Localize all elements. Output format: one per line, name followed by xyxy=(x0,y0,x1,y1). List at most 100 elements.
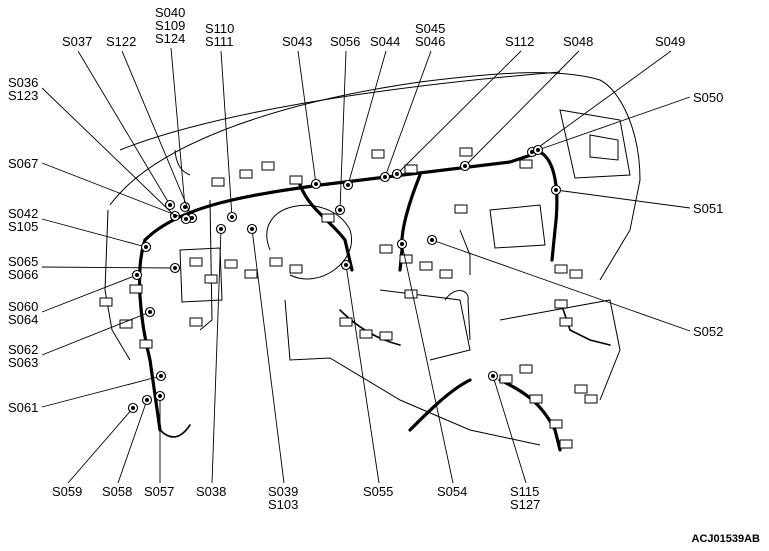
splice-label-line: S045 xyxy=(415,21,445,36)
leader-line xyxy=(555,189,691,209)
fuse-box-outline xyxy=(179,247,223,303)
connector xyxy=(559,317,573,327)
leader-line xyxy=(384,50,432,178)
splice-label: S048 xyxy=(563,34,593,49)
connector xyxy=(269,257,283,267)
splice-label: S112 xyxy=(505,34,534,49)
splice-label: S056 xyxy=(330,34,360,49)
connector xyxy=(584,394,598,404)
dashboard-line-art xyxy=(99,71,641,452)
splice-label: S037 xyxy=(62,34,92,49)
splice-marker xyxy=(164,199,176,211)
splice-label-line: S062 xyxy=(8,342,38,357)
splice-label: S055 xyxy=(363,484,393,499)
splice-label-line: S058 xyxy=(102,484,132,499)
connector xyxy=(359,329,373,339)
splice-label-line: S111 xyxy=(205,34,233,49)
splice-label-line: S049 xyxy=(655,34,685,49)
splice-marker xyxy=(226,211,238,223)
splice-label-line: S052 xyxy=(693,324,723,339)
splice-label-line: S115 xyxy=(510,484,539,499)
leader-line xyxy=(251,228,285,484)
splice-marker xyxy=(426,234,438,246)
leader-line xyxy=(431,239,691,332)
leader-line xyxy=(396,50,522,175)
splice-marker xyxy=(179,201,191,213)
connector xyxy=(211,177,225,187)
center-console xyxy=(379,289,471,361)
leader-line xyxy=(41,266,176,269)
splice-marker xyxy=(154,390,166,402)
leader-line xyxy=(537,96,691,151)
splice-label-line: S124 xyxy=(155,31,185,46)
leader-line xyxy=(220,50,233,218)
splice-label: S067 xyxy=(8,156,38,171)
leader-line xyxy=(121,50,193,219)
splice-label-line: S063 xyxy=(8,355,38,370)
splice-label: S059 xyxy=(52,484,82,499)
leader-line xyxy=(67,407,134,484)
harness-floor-right xyxy=(498,378,562,452)
connector xyxy=(529,394,543,404)
splice-label-line: S036 xyxy=(8,75,38,90)
splice-marker xyxy=(379,171,391,183)
splice-label-line: S061 xyxy=(8,400,38,415)
splice-marker xyxy=(131,269,143,281)
splice-marker xyxy=(459,160,471,172)
leader-line xyxy=(170,47,186,208)
connector xyxy=(129,284,143,294)
splice-marker xyxy=(140,241,152,253)
splice-label: S052 xyxy=(693,324,723,339)
leader-lines xyxy=(41,47,691,484)
glovebox-door xyxy=(489,204,546,249)
connector xyxy=(499,374,513,384)
steering-column xyxy=(266,204,353,280)
splice-label-line: S064 xyxy=(8,312,38,327)
splice-label-line: S037 xyxy=(62,34,92,49)
splice-marker xyxy=(144,306,156,318)
splice-label-line: S055 xyxy=(363,484,393,499)
connector xyxy=(439,269,453,279)
splice-label: S044 xyxy=(370,34,400,49)
splice-label: S049 xyxy=(655,34,685,49)
splice-label: S058 xyxy=(102,484,132,499)
leader-line xyxy=(347,50,387,186)
splice-label-line: S109 xyxy=(155,18,185,33)
splice-marker xyxy=(342,179,354,191)
splice-label: S050 xyxy=(693,90,723,105)
splice-label-line: S048 xyxy=(563,34,593,49)
splice-label-line: S112 xyxy=(505,34,534,49)
splice-label-line: S046 xyxy=(415,34,445,49)
floor-panel-right xyxy=(499,299,621,401)
connector xyxy=(339,317,353,327)
splice-label-line: S059 xyxy=(52,484,82,499)
vent-slot xyxy=(589,134,619,161)
connector xyxy=(569,269,583,279)
splice-marker xyxy=(155,370,167,382)
splice-marker xyxy=(141,394,153,406)
splice-marker xyxy=(180,213,192,225)
splice-marker xyxy=(340,259,352,271)
splice-marker xyxy=(127,402,139,414)
connector xyxy=(289,264,303,274)
splice-marker xyxy=(396,238,408,250)
splice-label-line: S127 xyxy=(510,497,540,512)
splice-label-line: S123 xyxy=(8,88,38,103)
diagram-code: ACJ01539AB xyxy=(692,533,761,545)
splice-label-line: S105 xyxy=(8,219,38,234)
leader-line xyxy=(41,87,176,217)
splice-marker xyxy=(487,370,499,382)
splice-marker xyxy=(310,178,322,190)
splice-label-line: S042 xyxy=(8,206,38,221)
leader-line xyxy=(41,218,147,248)
splice-label-line: S040 xyxy=(155,5,185,20)
connector xyxy=(189,257,203,267)
lower-console-edge xyxy=(284,299,541,446)
connector xyxy=(379,331,393,341)
